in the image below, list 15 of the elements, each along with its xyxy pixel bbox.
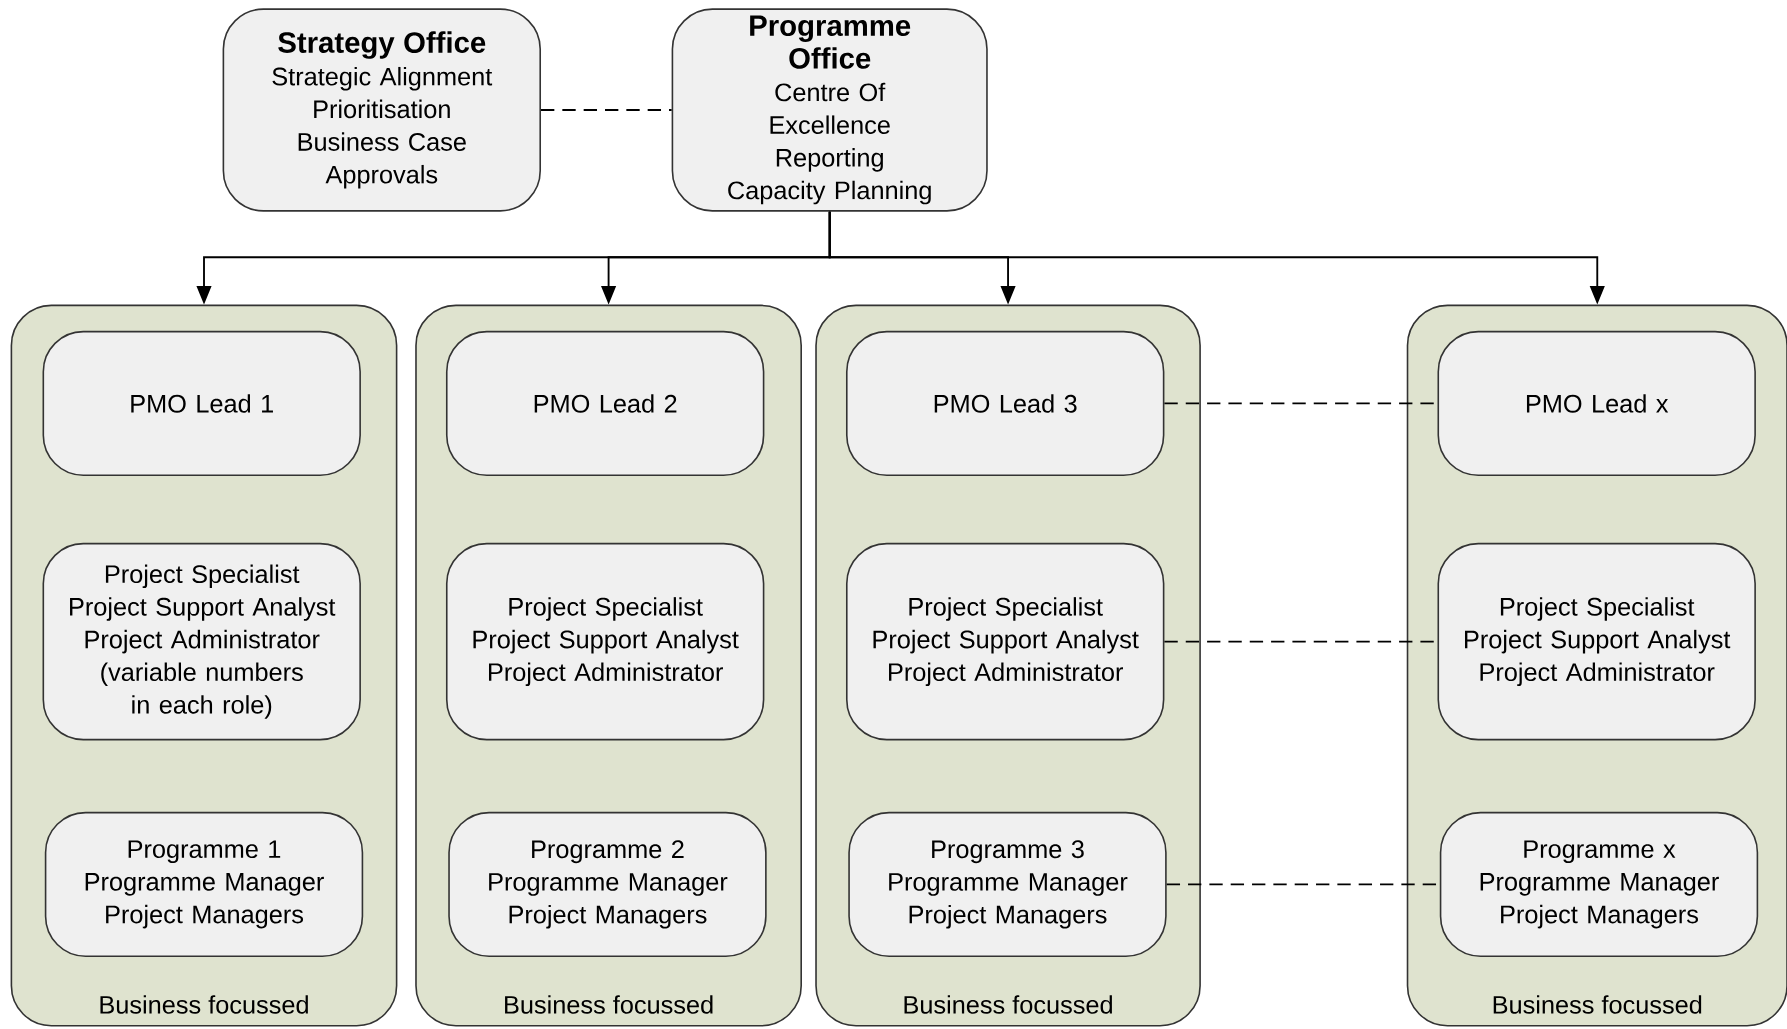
role-box: Project Specialist Project Support Analyst Project Administrator xyxy=(846,542,1165,741)
role-box: Strategy Office Strategic Alignment Prioritisation Business Case Approvals xyxy=(222,8,541,212)
role-box: Programme x Programme Manager Project Managers xyxy=(1439,811,1759,957)
role-box: Programme 3 Programme Manager Project Managers xyxy=(848,811,1167,957)
connector xyxy=(540,108,673,111)
role-box: Project Specialist Project Support Analyst Project Administrator xyxy=(445,542,765,741)
role-box: Programme 2 Programme Manager Project Managers xyxy=(448,811,767,957)
role-box: PMO Lead 2 xyxy=(445,330,765,476)
role-box: PMO Lead 1 xyxy=(42,330,361,476)
role-box: PMO Lead 3 xyxy=(846,330,1165,476)
role-box: Programme Office Centre Of Excellence Reporting Capacity Planning xyxy=(671,8,988,212)
role-box: PMO Lead x xyxy=(1437,330,1756,476)
role-box: Project Specialist Project Support Analyst Project Administrator xyxy=(1437,542,1756,741)
role-box: Programme 1 Programme Manager Project Managers xyxy=(44,811,364,957)
role-box: Project Specialist Project Support Analyst Project Administrator (variable numbers in each role) xyxy=(42,542,361,741)
